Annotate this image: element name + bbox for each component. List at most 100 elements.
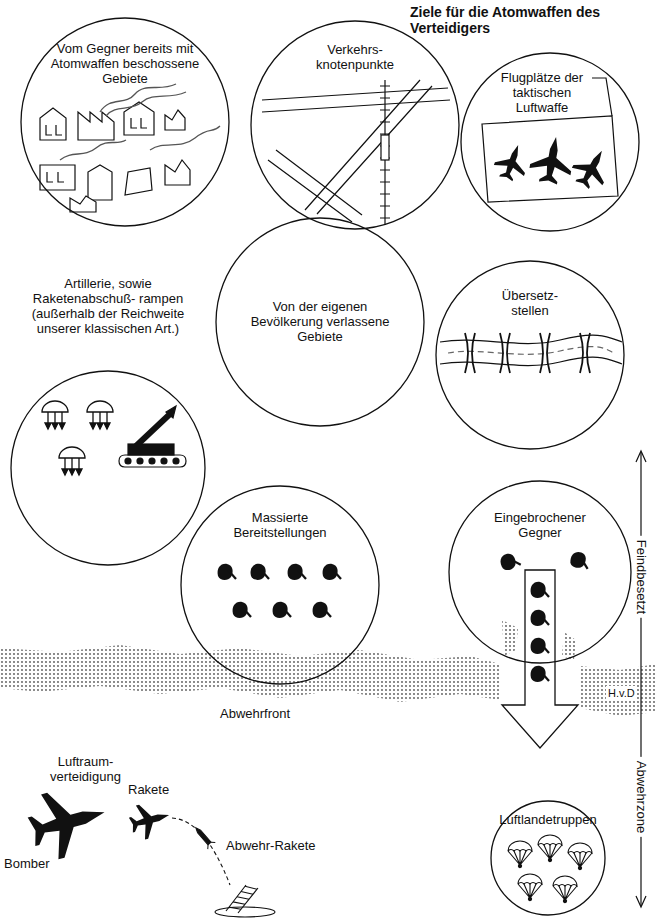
illustration: [567, 142, 617, 194]
target-label: Eingebrochener Gegner: [480, 510, 600, 540]
label-holder: Rakete: [128, 782, 169, 797]
illustration: [498, 551, 521, 572]
smoke: [100, 84, 176, 112]
target-circle: Verkehrs- knotenpunkte: [250, 20, 460, 230]
rocket-launcher: [137, 458, 143, 464]
ruined-houses: [165, 160, 190, 185]
target-circle: Artillerie, sowie Raketenabschuß- rampen…: [10, 370, 206, 566]
ruined-houses: [46, 118, 147, 182]
airfield: [482, 116, 618, 202]
illustration: [531, 610, 549, 626]
label-holder: Feindbesetzt: [641, 575, 656, 593]
defence-rocket: [192, 824, 215, 849]
ruined-houses: [88, 165, 112, 200]
target-label: Artillerie, sowie Raketenabschuß- rampen…: [12, 276, 204, 336]
circle-outline: [449, 481, 631, 663]
illustration: [218, 564, 236, 580]
bridges: [580, 333, 590, 373]
target-circle: Flugplätze der taktischen Luftwaffe: [460, 52, 640, 232]
target-circle: Übersetz- stellen: [435, 260, 625, 450]
circle-outline: [181, 486, 379, 684]
roads: [305, 80, 432, 214]
target-label: Massierte Bereitstellungen: [215, 510, 345, 540]
smoke: [60, 84, 220, 160]
illustration: [233, 602, 251, 618]
figure-label: Bomber: [4, 856, 50, 871]
label-holder: Abwehrzone: [641, 795, 656, 813]
rocket-plane: [126, 798, 173, 842]
illustration: [59, 447, 85, 475]
rocket-launcher: [125, 458, 131, 464]
launch-tower: [215, 907, 275, 917]
illustration: [568, 843, 592, 870]
circle-outline: [436, 261, 624, 449]
figure-label: H.v.D: [606, 686, 637, 701]
illustration: [251, 564, 269, 580]
rocket-launcher: [136, 414, 170, 446]
defence-rocket: [206, 840, 216, 849]
railway: [381, 135, 389, 160]
target-label: Vom Gegner bereits mit Atomwaffen bescho…: [50, 41, 200, 86]
target-circle: Von der eigenen Bevölkerung verlassene G…: [215, 217, 425, 427]
ruined-houses: [40, 108, 66, 140]
label-holder: H.v.D: [606, 686, 637, 701]
circle-outline: [10, 370, 206, 566]
rocket-launcher: [128, 444, 174, 455]
title-holder: Ziele für die Atomwaffen des Verteidiger…: [410, 4, 650, 36]
ruined-houses: [70, 196, 96, 212]
illustration: [508, 841, 532, 868]
railway: [380, 86, 390, 218]
label-holder: Bomber: [4, 856, 50, 871]
zone-axis: [636, 451, 646, 907]
circle-outline: [216, 218, 424, 426]
bridges: [465, 333, 475, 373]
rocket-launcher: [119, 455, 186, 467]
label-holder: Abwehr-Rakete: [226, 838, 316, 853]
ruined-houses: [125, 168, 152, 195]
illustration: [273, 602, 291, 618]
illustration: [42, 401, 68, 429]
illustration: [531, 582, 549, 598]
ruined-houses: [40, 102, 190, 212]
illustration: [538, 835, 562, 862]
airfield: [592, 78, 612, 116]
smoke: [150, 126, 220, 150]
smoke: [106, 92, 186, 116]
target-label: Übersetz- stellen: [485, 288, 575, 318]
bridges: [500, 333, 510, 373]
illustration: [323, 564, 341, 580]
circle-outline: [11, 371, 205, 565]
target-label: Flugplätze der taktischen Luftwaffe: [486, 70, 598, 115]
illustration: [527, 133, 576, 186]
target-circle: Eingebrochener Gegner: [448, 480, 632, 664]
rocket-launcher: [119, 406, 186, 467]
rocket-launcher: [161, 458, 167, 464]
defence-front-band: [0, 620, 656, 716]
label-holder: Abwehrfront: [220, 706, 290, 721]
illustration: [531, 638, 549, 654]
ruined-houses: [78, 112, 114, 140]
launch-tower: [215, 885, 275, 917]
illustration: [491, 140, 533, 185]
circle-outline: [21, 18, 229, 226]
rocket-launcher: [166, 406, 176, 418]
circle-outline: [461, 53, 639, 231]
circle-outline: [448, 480, 632, 664]
target-label: Luftlandetruppen: [493, 812, 603, 827]
launch-tower: [229, 886, 257, 909]
circle-outline: [491, 801, 605, 915]
illustration: [288, 564, 306, 580]
ruined-houses: [165, 110, 185, 130]
roads: [262, 80, 450, 222]
target-circle: Vom Gegner bereits mit Atomwaffen bescho…: [20, 17, 230, 227]
illustration: [87, 401, 113, 429]
bomber-plane: [23, 780, 113, 864]
zone-label: Abwehrzone: [634, 757, 649, 837]
illustration: [531, 666, 549, 682]
figure-label: Rakete: [128, 782, 169, 797]
roads: [262, 88, 450, 112]
label-holder: Luftraum- verteidigung: [38, 754, 133, 784]
target-label: Verkehrs- knotenpunkte: [300, 42, 410, 72]
illustration: [553, 876, 577, 903]
